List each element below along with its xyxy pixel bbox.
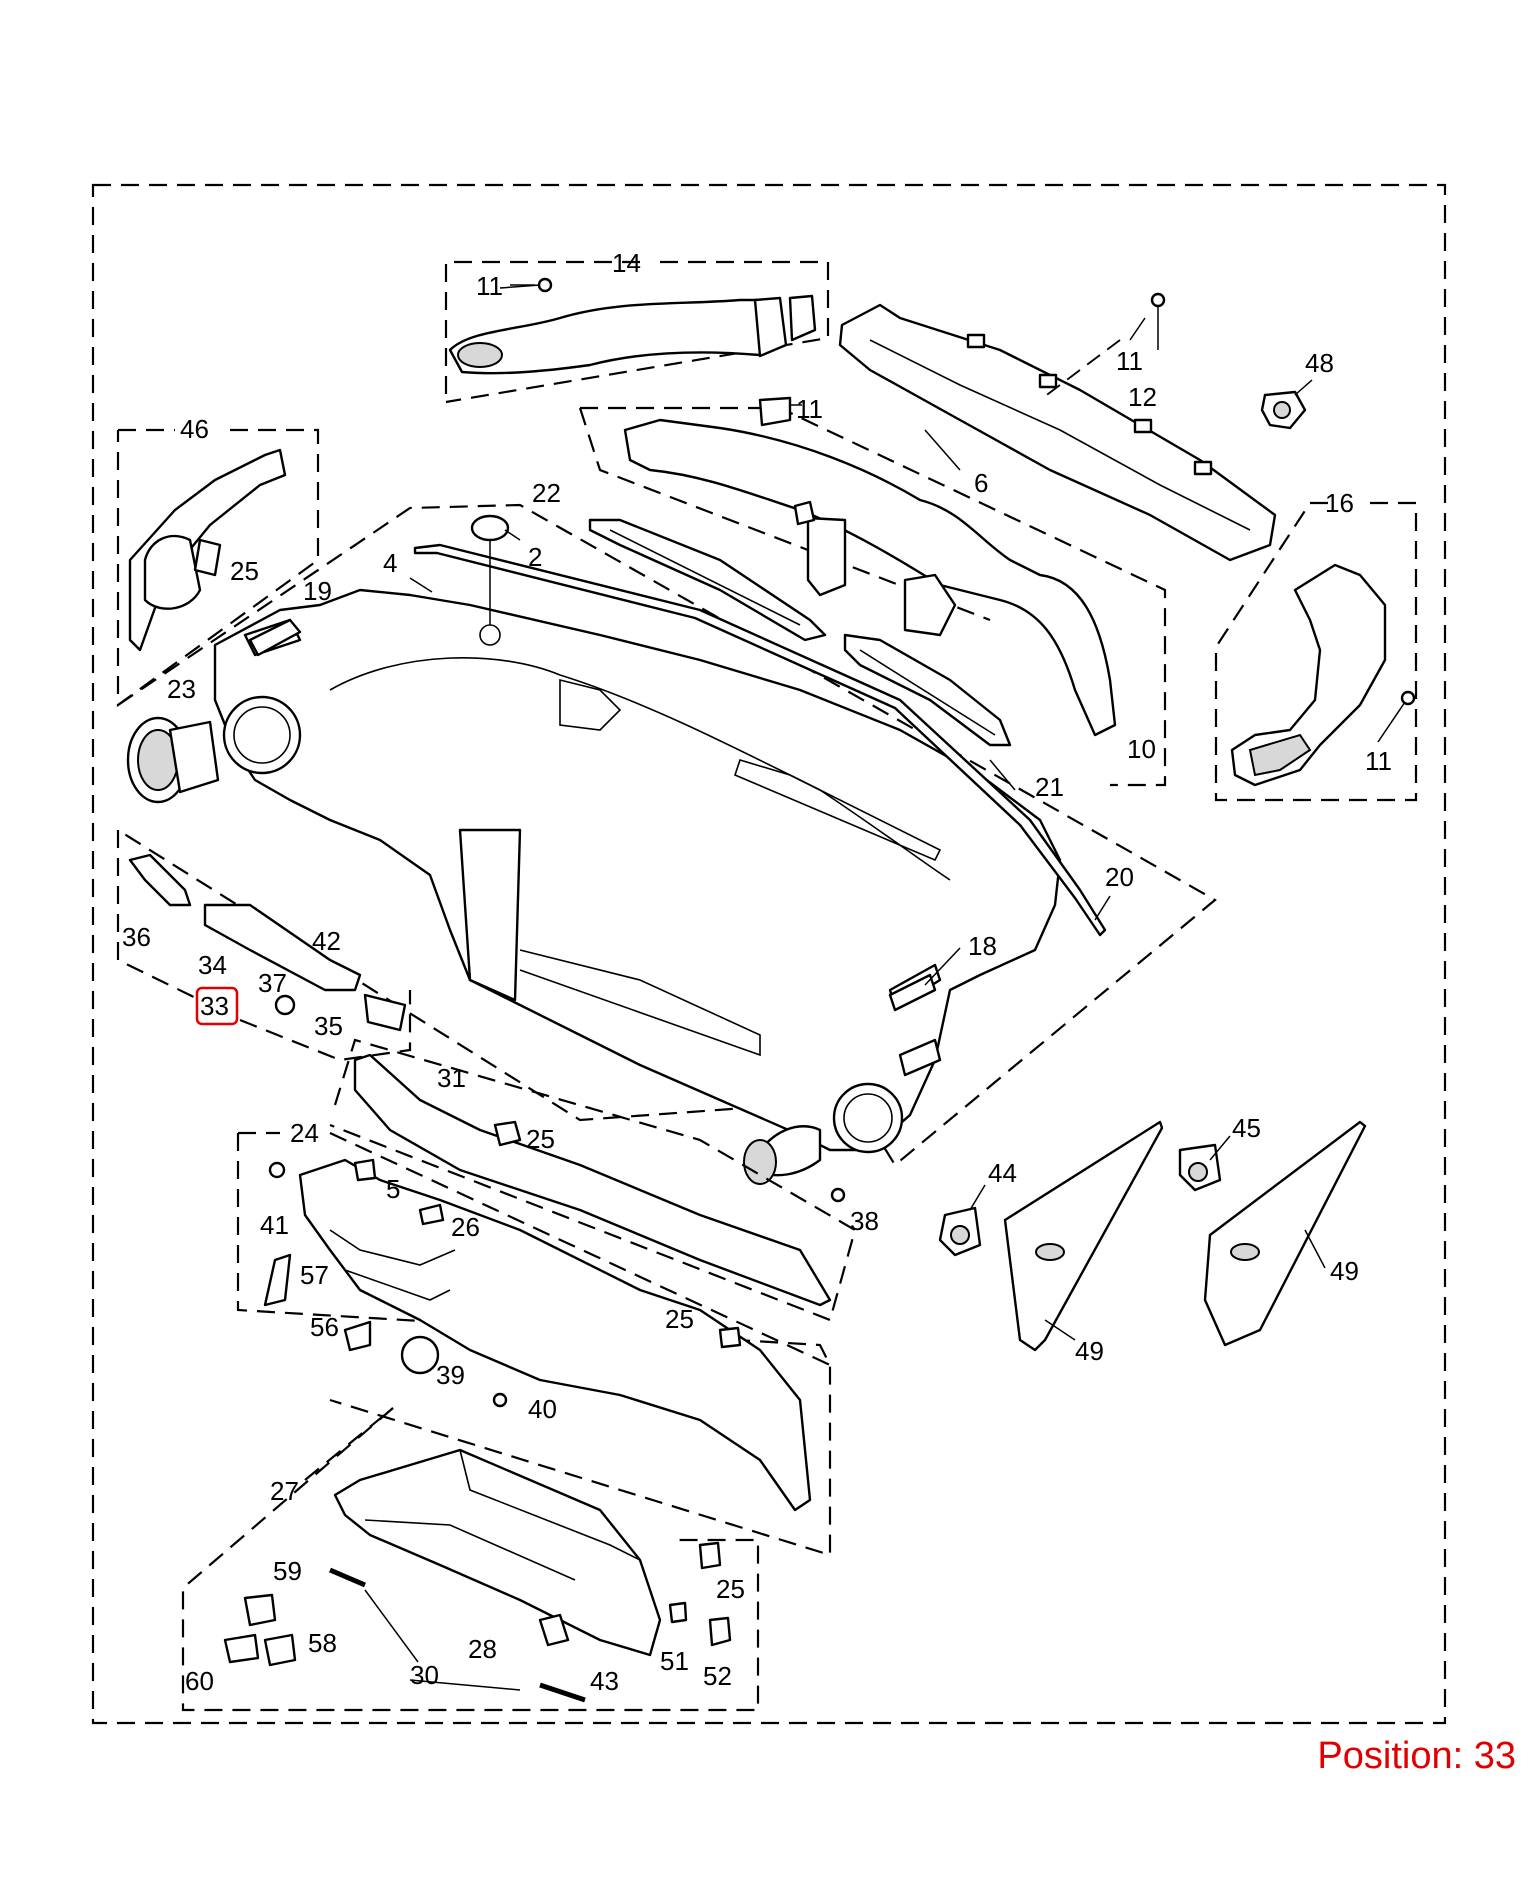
label-28: 28 bbox=[468, 1634, 497, 1664]
label-45: 45 bbox=[1232, 1113, 1261, 1143]
group-27 bbox=[181, 1407, 760, 1712]
group-16 bbox=[1214, 501, 1418, 802]
label-34: 34 bbox=[198, 950, 227, 980]
label-35: 35 bbox=[314, 1011, 343, 1041]
label-5: 5 bbox=[386, 1174, 400, 1204]
label-16: 16 bbox=[1325, 488, 1354, 518]
label-56: 56 bbox=[310, 1312, 339, 1342]
label-33: 33 bbox=[200, 991, 229, 1021]
label-52: 52 bbox=[703, 1661, 732, 1691]
group-31 bbox=[329, 1038, 857, 1322]
label-11: 11 bbox=[1116, 346, 1143, 376]
outer-frame bbox=[91, 183, 1447, 1725]
group-49 bbox=[938, 1120, 1367, 1352]
label-60: 60 bbox=[185, 1666, 214, 1696]
label-4: 4 bbox=[383, 548, 397, 578]
label-51: 51 bbox=[660, 1646, 689, 1676]
label-25: 25 bbox=[526, 1124, 555, 1154]
label-49: 49 bbox=[1075, 1336, 1104, 1366]
label-11: 11 bbox=[796, 394, 823, 424]
group-dashboard bbox=[117, 503, 1217, 1203]
label-40: 40 bbox=[528, 1394, 557, 1424]
part-48 bbox=[1260, 379, 1313, 430]
label-41: 41 bbox=[260, 1210, 289, 1240]
label-58: 58 bbox=[308, 1628, 337, 1658]
label-19: 19 bbox=[303, 576, 332, 606]
label-24: 24 bbox=[290, 1118, 319, 1148]
group-14 bbox=[444, 260, 830, 404]
label-6: 6 bbox=[974, 468, 988, 498]
group-46 bbox=[116, 428, 320, 708]
label-57: 57 bbox=[300, 1260, 329, 1290]
label-21: 21 bbox=[1035, 772, 1064, 802]
label-20: 20 bbox=[1105, 862, 1134, 892]
label-25: 25 bbox=[665, 1304, 694, 1334]
label-49: 49 bbox=[1330, 1256, 1359, 1286]
group-6 bbox=[578, 396, 1167, 787]
label-26: 26 bbox=[451, 1212, 480, 1242]
label-46: 46 bbox=[180, 414, 209, 444]
label-22: 22 bbox=[532, 478, 561, 508]
group-24 bbox=[236, 1131, 832, 1557]
label-43: 43 bbox=[590, 1666, 619, 1696]
label-23: 23 bbox=[167, 674, 196, 704]
label-36: 36 bbox=[122, 922, 151, 952]
highlight-33-box bbox=[195, 986, 239, 1026]
label-18: 18 bbox=[968, 931, 997, 961]
label-2: 2 bbox=[528, 542, 542, 572]
label-48: 48 bbox=[1305, 348, 1334, 378]
label-37: 37 bbox=[258, 968, 287, 998]
label-30: 30 bbox=[410, 1660, 439, 1690]
label-31: 31 bbox=[437, 1063, 466, 1093]
label-59: 59 bbox=[273, 1556, 302, 1586]
label-11: 11 bbox=[476, 271, 503, 301]
label-layer: 14 11 11 12 48 11 6 46 22 2 4 16 25 19 2… bbox=[122, 248, 1392, 1696]
label-27: 27 bbox=[270, 1476, 299, 1506]
label-39: 39 bbox=[436, 1360, 465, 1390]
group-33 bbox=[116, 830, 412, 1062]
label-25: 25 bbox=[716, 1574, 745, 1604]
label-38: 38 bbox=[850, 1206, 879, 1236]
label-10: 10 bbox=[1127, 734, 1156, 764]
label-14: 14 bbox=[612, 248, 641, 278]
label-12: 12 bbox=[1128, 382, 1157, 412]
position-caption: Position: 33 bbox=[1317, 1735, 1516, 1777]
label-25: 25 bbox=[230, 556, 259, 586]
label-11: 11 bbox=[1365, 746, 1392, 776]
label-42: 42 bbox=[312, 926, 341, 956]
label-44: 44 bbox=[988, 1158, 1017, 1188]
group-12 bbox=[838, 292, 1277, 562]
leader-layer bbox=[364, 284, 1326, 1691]
